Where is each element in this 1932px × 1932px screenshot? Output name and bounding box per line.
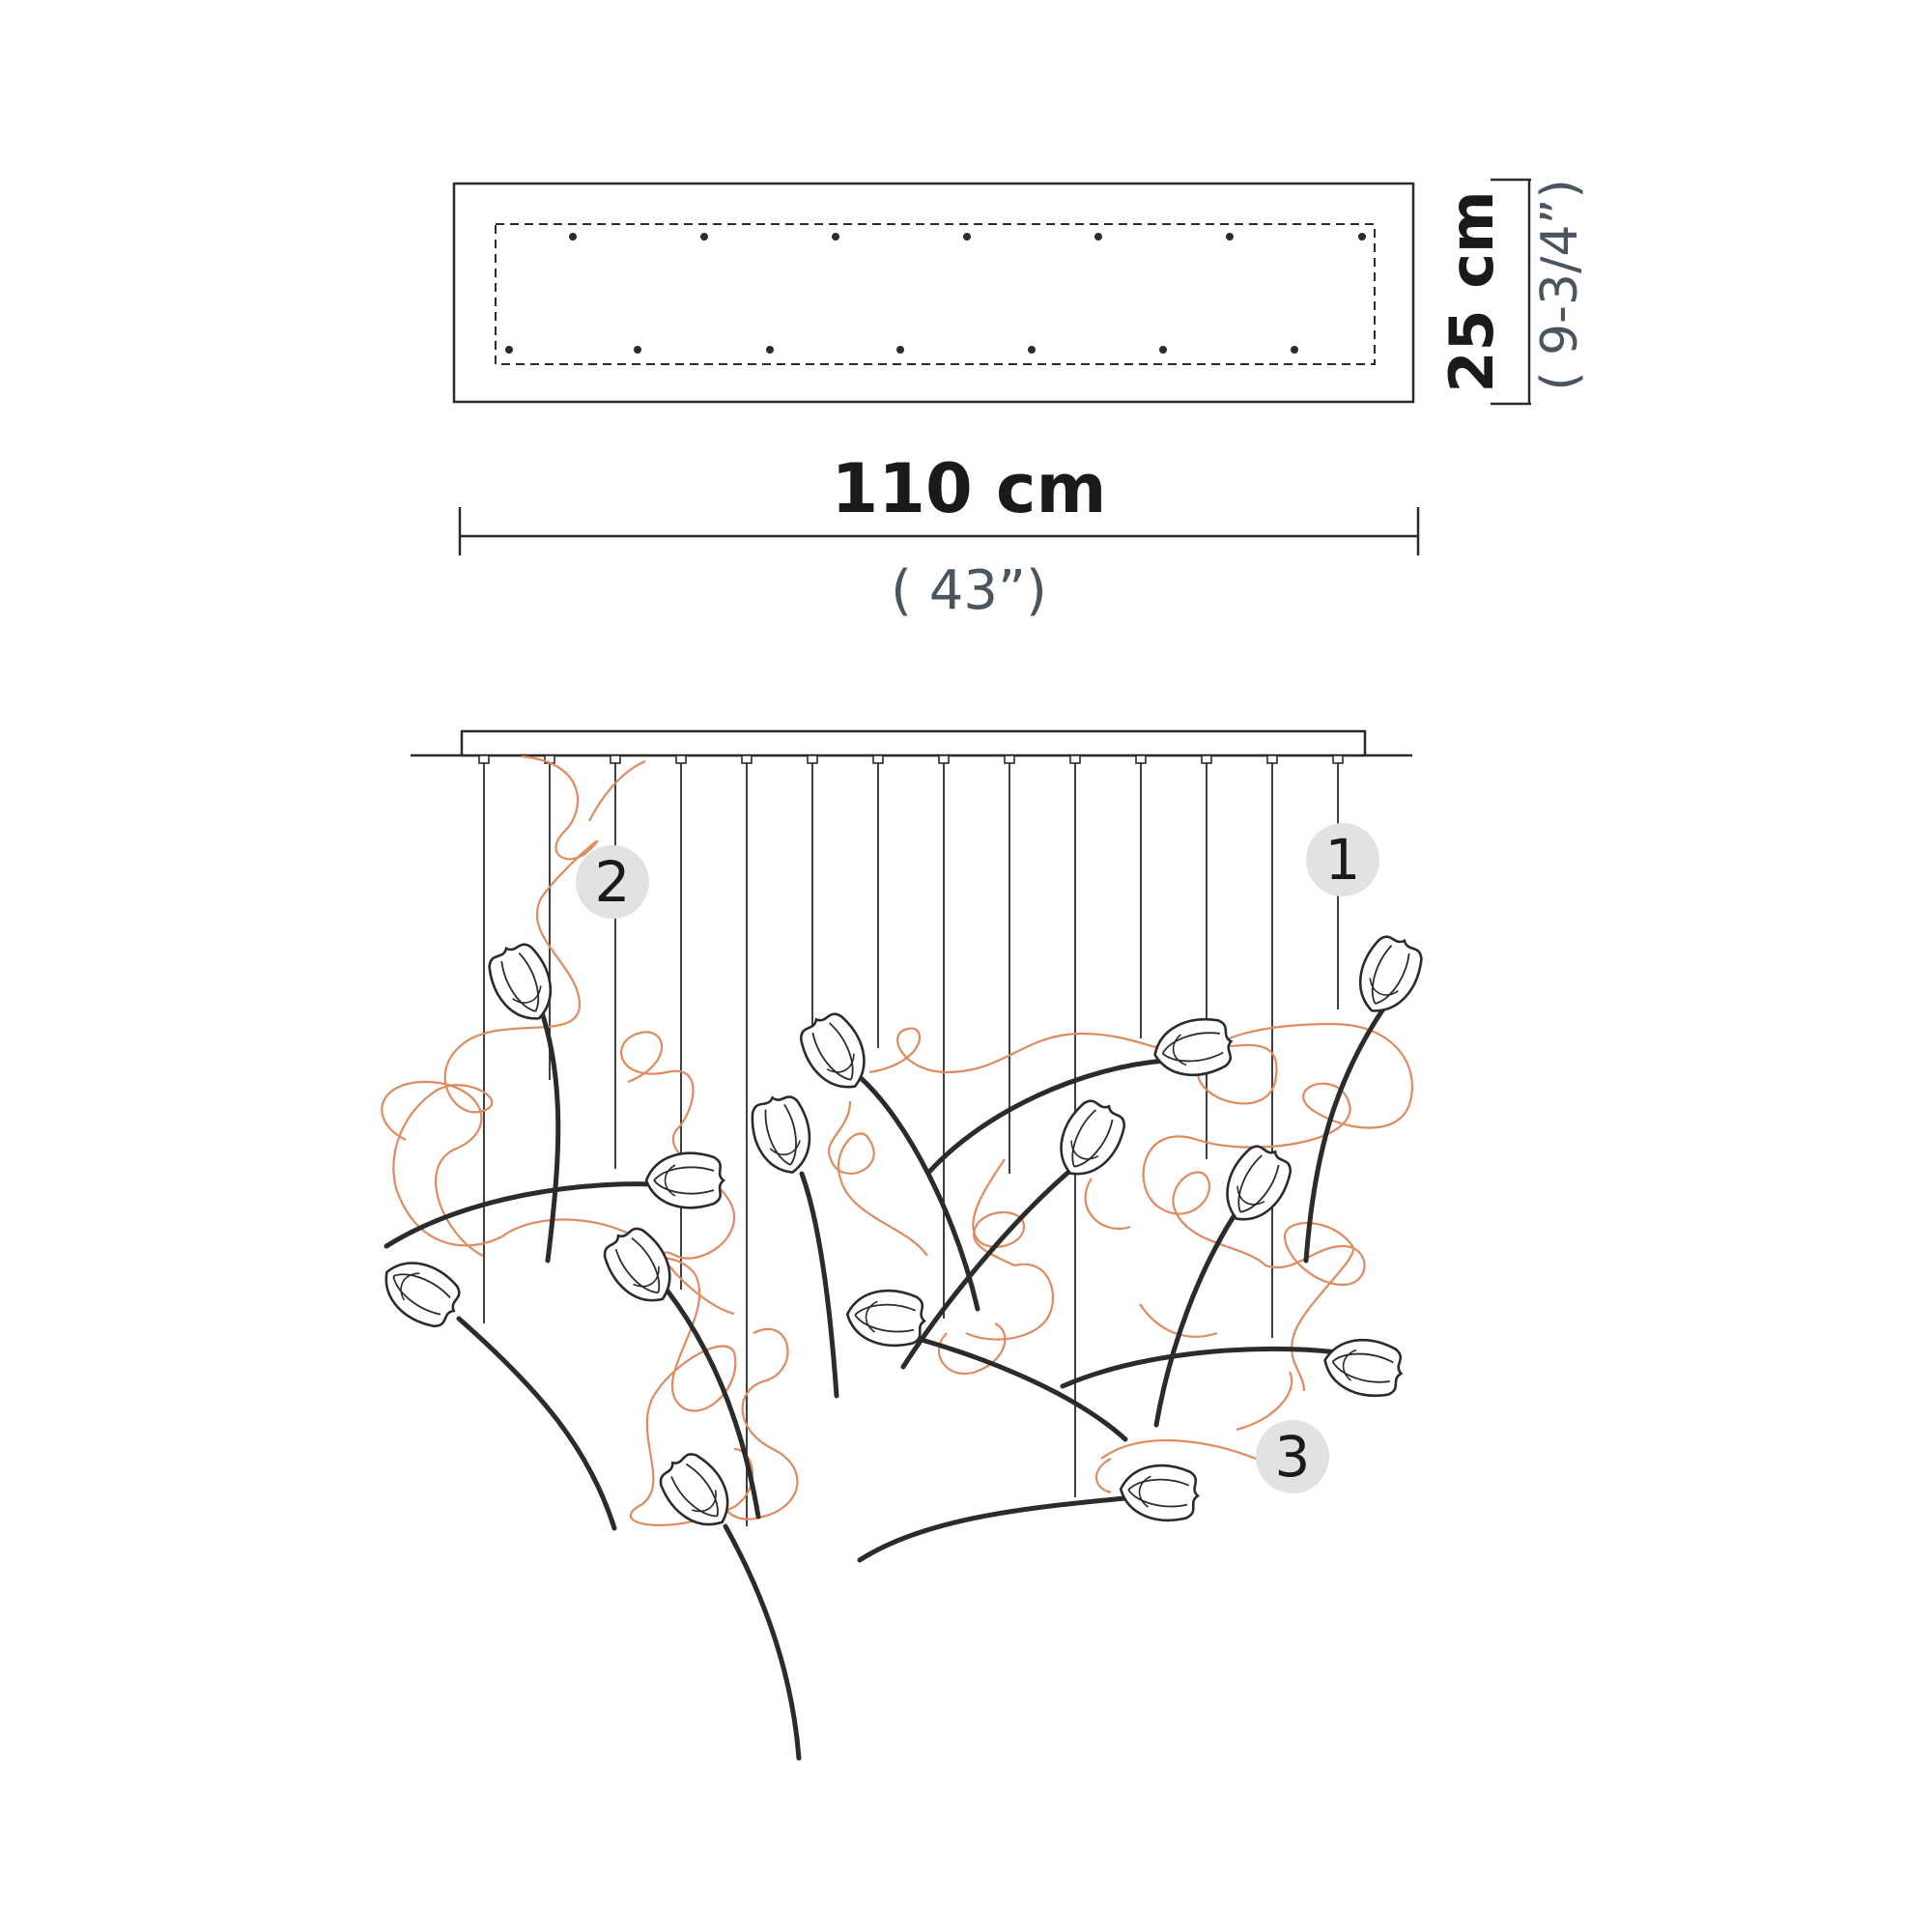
stem-11 (1153, 1195, 1249, 1428)
cable-anchor (1004, 754, 1015, 764)
suspension-dot (700, 233, 708, 241)
cable-anchor (741, 754, 753, 764)
front-view (381, 729, 1423, 1761)
callout-3-badge (1256, 1420, 1329, 1493)
tulip-head (845, 1289, 926, 1348)
cable-anchor (938, 754, 950, 764)
suspension-dot (963, 233, 971, 241)
canopy-side (460, 729, 1367, 757)
top-view (452, 182, 1415, 404)
stem-5 (664, 1287, 761, 1520)
suspension-dot (832, 233, 839, 241)
tulip-head (644, 1151, 726, 1209)
callout-2-label: 2 (595, 849, 631, 915)
tulip-head (1323, 1338, 1404, 1398)
suspension-dot (896, 346, 904, 354)
suspension-dot (1028, 346, 1036, 354)
stems (384, 1002, 1389, 1761)
suspension-dot (1226, 233, 1234, 241)
stem-9 (927, 1058, 1168, 1174)
cable-anchor (1332, 754, 1344, 764)
stem-4 (456, 1316, 617, 1531)
suspension-dot (766, 346, 774, 354)
canopy-inner-dashed (495, 223, 1376, 365)
suspension-dot (1291, 346, 1298, 354)
depth-imperial-label: ( 9-3/4”) (1531, 179, 1589, 391)
cable-anchor (807, 754, 818, 764)
suspension-dot (569, 233, 577, 241)
width-dimension: 110 cm ( 43”) (458, 449, 1420, 622)
depth-dimension: 25 cm ( 9-3/4”) (1436, 178, 1589, 406)
tulip-head (384, 1262, 461, 1328)
stem-7 (799, 1171, 839, 1399)
cable-anchor (1266, 754, 1278, 764)
depth-metric-label: 25 cm (1436, 190, 1507, 392)
callout-1-badge (1306, 823, 1379, 896)
suspension-dot (1094, 233, 1102, 241)
stem-14 (857, 1494, 1138, 1563)
stem-1 (1303, 1002, 1389, 1264)
callout-1-label: 1 (1325, 827, 1361, 893)
tulip-head (1153, 1017, 1234, 1077)
tulip-head (1119, 1463, 1200, 1522)
cable-anchor (1201, 754, 1212, 764)
callout-3: 3 (1256, 1420, 1329, 1493)
stem-6 (723, 1523, 802, 1761)
stem-12 (886, 1328, 1128, 1442)
callout-2: 2 (576, 845, 649, 919)
tulip-head (1226, 1145, 1293, 1221)
cable-anchor (872, 754, 884, 764)
tulip-head (799, 1012, 866, 1089)
width-imperial-label: ( 43”) (891, 559, 1047, 622)
suspension-dot (1358, 233, 1366, 241)
callout-3-label: 3 (1275, 1424, 1311, 1490)
suspension-dot (1159, 346, 1167, 354)
stem-2 (538, 1007, 561, 1264)
suspension-dot (505, 346, 513, 354)
tulip-head (751, 1095, 811, 1174)
suspension-dot (634, 346, 641, 354)
canopy-outline (452, 182, 1415, 404)
cable-anchor (610, 754, 621, 764)
tulip-head (1060, 1099, 1126, 1176)
callout-2-badge (576, 845, 649, 919)
callout-1: 1 (1306, 823, 1379, 896)
cable-anchor (675, 754, 687, 764)
cable-anchor (1135, 754, 1147, 764)
tulip-head (488, 943, 553, 1020)
width-metric-label: 110 cm (832, 449, 1107, 528)
stem-8 (857, 1074, 980, 1312)
cable-anchor (1069, 754, 1081, 764)
cable-anchor (478, 754, 490, 764)
tulip-head (1358, 935, 1423, 1012)
suspension-points (505, 233, 1366, 354)
stem-3 (384, 1181, 679, 1249)
stem-10 (900, 1166, 1075, 1370)
stem-13 (1060, 1346, 1341, 1389)
tulip-head (603, 1227, 671, 1302)
decorative-wire (381, 754, 1413, 1526)
tulip-head (659, 1453, 729, 1526)
tulip-heads (384, 935, 1423, 1526)
